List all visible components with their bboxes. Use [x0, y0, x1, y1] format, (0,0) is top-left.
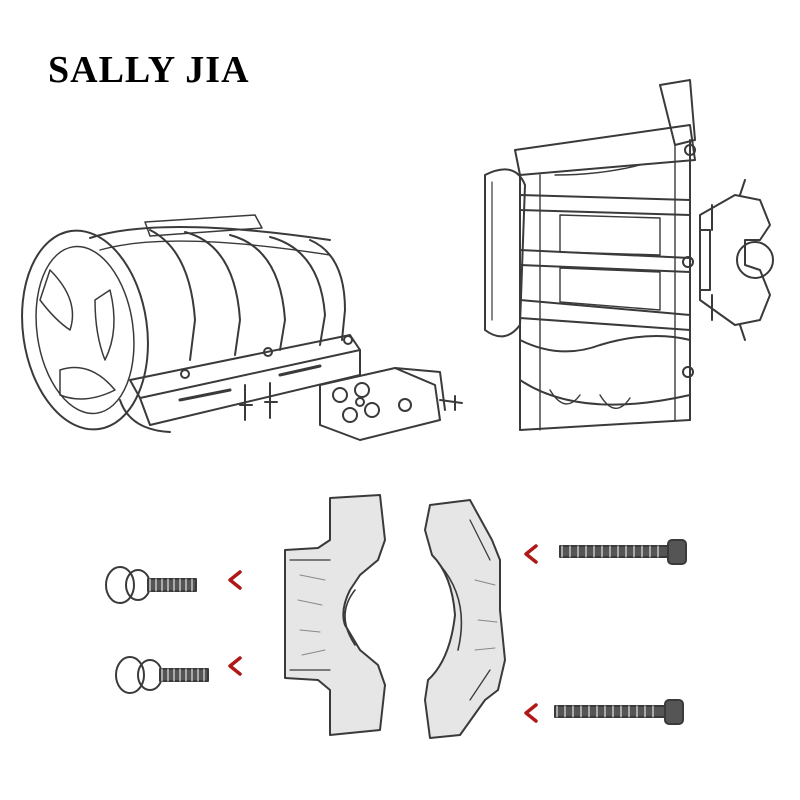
short-screw-bottom — [115, 656, 209, 694]
clamp-half-left — [284, 494, 386, 736]
arrow-left-icon — [228, 656, 242, 676]
left-light-guard — [21, 214, 463, 441]
right-light-guard — [484, 79, 774, 431]
arrow-left-icon — [524, 544, 538, 564]
arrow-left-icon — [524, 703, 538, 723]
long-bolt-bottom — [554, 699, 684, 725]
brand-logo: SALLY JIA — [48, 49, 250, 91]
arrow-left-icon — [228, 570, 242, 590]
short-screw-top — [105, 566, 197, 604]
clamp-half-right — [424, 499, 506, 739]
long-bolt-top — [559, 539, 687, 565]
